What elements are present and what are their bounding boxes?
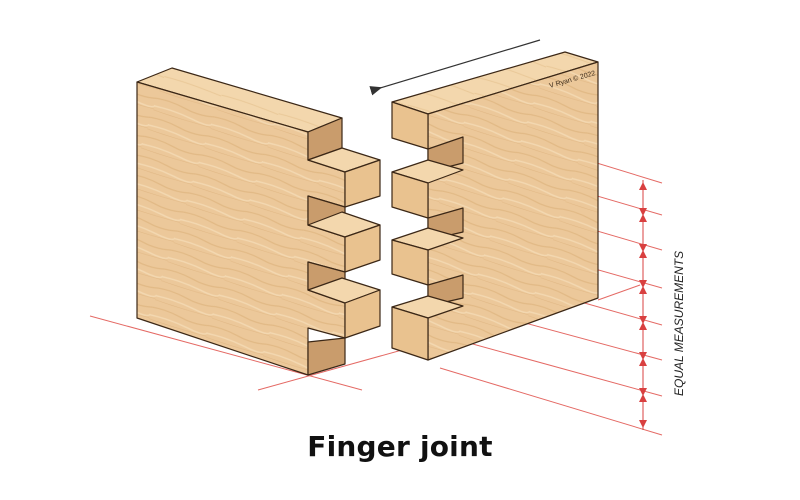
- right-board: [391, 51, 599, 361]
- diagram-title: Finger joint: [307, 430, 493, 463]
- slide-arrow-icon: [369, 39, 541, 96]
- left-board: [136, 67, 381, 376]
- dimension-line: [639, 180, 647, 430]
- equal-measurements-label: EQUAL MEASUREMENTS: [672, 251, 686, 396]
